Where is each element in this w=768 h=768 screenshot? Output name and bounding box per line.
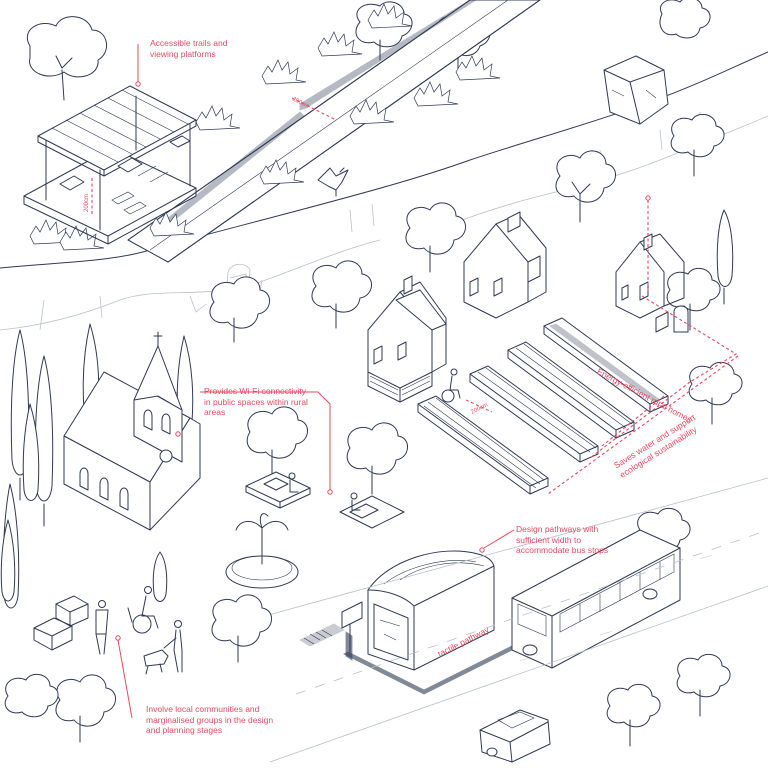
pickup-truck <box>479 709 551 763</box>
trail-shrubs <box>29 3 501 251</box>
rural-house <box>615 233 689 333</box>
wheelchair-user-icon <box>441 368 461 403</box>
accessible-trail: 200cm <box>127 0 541 263</box>
wheelchair-user-icon <box>127 586 159 634</box>
svg-text:~~~~~~: ~~~~~~ <box>699 554 712 561</box>
road: ~~~~~~ ~~~~~~ ~~~~~~ <box>249 477 768 763</box>
garden-planter <box>469 365 599 463</box>
community-group <box>33 595 109 655</box>
tactile-paving-platform <box>111 165 169 215</box>
boulder <box>603 55 669 125</box>
svg-text:200cm: 200cm <box>84 194 90 212</box>
guide-dog-icon <box>143 620 183 675</box>
plaza-tree-bench <box>339 422 408 529</box>
bus <box>511 529 681 669</box>
trails-label: Accessible trails and viewing platforms <box>150 38 228 59</box>
pathways-label: Design pathways with sufficient width to… <box>516 524 609 555</box>
bird-icon <box>317 167 349 197</box>
rural-house <box>463 211 547 319</box>
trees-right <box>311 113 743 747</box>
plaza-tree-seating <box>245 406 311 509</box>
communities-label: Involve local communities and marginalis… <box>146 704 274 735</box>
rural-house <box>367 275 447 403</box>
trees-bottom <box>0 519 272 743</box>
fountain <box>225 513 299 589</box>
garden-dimension: 200cm <box>465 399 493 416</box>
viewing-platform: 200cm <box>23 85 197 245</box>
wifi-label: Provides Wi-Fi connectivity in public sp… <box>204 386 308 417</box>
bus-stop-shelter <box>341 550 495 671</box>
svg-text:~~~~~~: ~~~~~~ <box>519 656 532 663</box>
garden-planter <box>543 317 669 413</box>
svg-text:200cm: 200cm <box>470 402 489 416</box>
garden-planter <box>417 395 549 495</box>
svg-text:~~~~~~: ~~~~~~ <box>599 630 612 637</box>
garden-planter <box>507 341 635 439</box>
church <box>63 331 201 531</box>
